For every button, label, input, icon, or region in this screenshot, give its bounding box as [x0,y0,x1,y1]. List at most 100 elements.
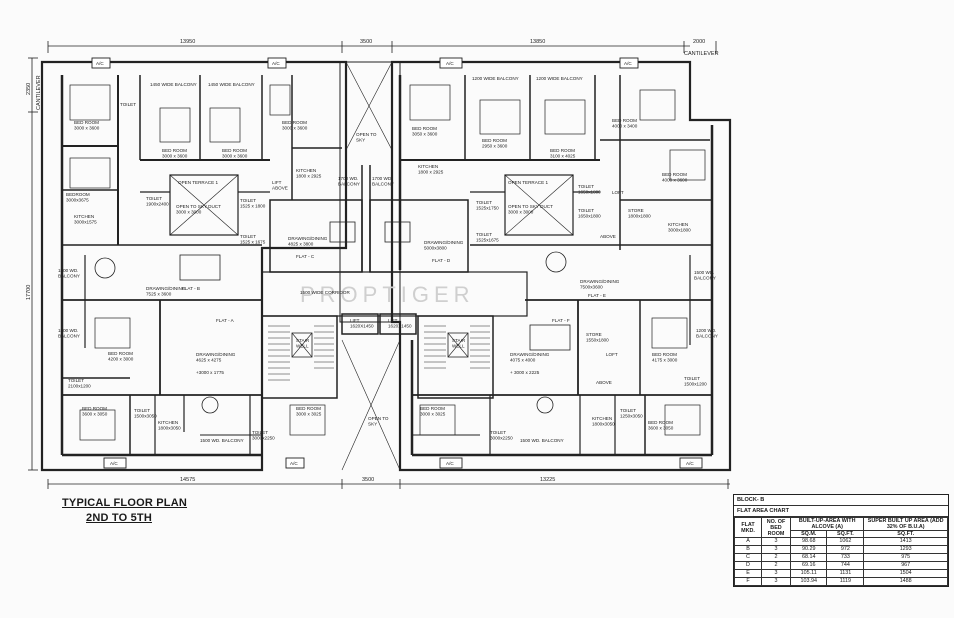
cell-super: 1413 [863,537,948,546]
cell-flat: C [734,553,762,562]
room-label-size: ABOVE [272,186,288,191]
dim-bottom-1: 14575 [180,477,195,483]
ac-label: A/C [446,461,454,466]
cell-sqft: 1119 [826,577,865,586]
room-label-name: TOILET [476,200,492,205]
room-label-name: TOILET [252,430,268,435]
room-label-name: FLAT - E [588,293,606,298]
room-label-name: TOILET [620,408,636,413]
room-label: 1500 WIDE CORRIDOR [300,290,350,295]
room-label: LOFT [612,190,624,195]
room-label: OPEN TERRACE 1 [178,180,218,185]
dim-top-4: 2000 [693,39,705,45]
cell-super: 1488 [863,577,948,586]
room-label-name: LIFT [350,318,360,323]
room-label-name: TOILET [490,430,506,435]
ac-boxes [91,57,703,469]
room-label-size: WELL [452,344,465,349]
room-label-name: DRAWING/DINING [424,240,464,245]
room-label-name: BED ROOM [652,352,677,357]
room-label-name: FLAT - C [296,254,315,259]
room-label-size: 3000 x 3025 [420,412,446,417]
cell-super: 1504 [863,569,948,578]
room-label-name: FLAT - B [182,286,200,291]
room-label-name: 1700 WD. [338,176,358,181]
room-label-size: 1620X1450 [350,324,374,329]
room-label: FLAT - B [182,286,200,291]
room-label-name: + 3000 x 2225 [510,370,540,375]
ac-label: A/C [290,461,298,466]
room-label-name: 1450 WIDE BALCONY [150,82,197,87]
cell-bed: 2 [761,553,791,562]
room-label-name: KITCHEN [418,164,438,169]
room-label-size: 1800x1800 [628,214,651,219]
room-label-name: TOILET [120,102,136,107]
room-label-size: 4825 x 3800 [288,242,314,247]
cell-flat: A [734,537,762,546]
dim-bottom-3: 13225 [540,477,555,483]
cell-sqm: 90.29 [789,545,828,554]
room-label-name: 1500 WD. [58,328,78,333]
room-label: ABOVE [596,380,612,385]
ac-label: A/C [272,61,280,66]
room-label-name: BED ROOM [82,406,107,411]
room-label-size: BALCONY [372,182,394,187]
room-label-name: BED ROOM [662,172,687,177]
room-label-size: 3000 x 3600 [222,154,248,159]
room-label-name: DRAWING/DINING [510,352,550,357]
room-label-name: 1450 WIDE BALCONY [208,82,255,87]
cell-sqm: 68.14 [789,553,828,562]
room-label-size: 1525x1750 [476,206,499,211]
table-row: D 2 69.16 744 967 [734,561,948,570]
cell-bed: 3 [761,577,791,586]
chart-block-title: BLOCK- B [734,495,948,506]
room-label-size: BALCONY [694,276,716,281]
room-label-name: BED ROOM [222,148,247,153]
room-label-size: 3000 x 3000 [176,210,202,215]
cell-flat: F [734,577,762,586]
room-label-size: 1650x1800 [578,190,601,195]
room-label-size: SKY [356,138,365,143]
room-label: 1500 WD.BALCONY [694,270,716,281]
room-label-size: 3000 x 3600 [282,126,308,131]
room-label-size: 3000 x 3600 [74,126,100,131]
room-label: FLAT - A [216,318,235,323]
room-label-name: BED ROOM [74,120,99,125]
room-label-name: BED ROOM [550,148,575,153]
cell-sqft: 1062 [826,537,865,546]
header-flat: FLAT MKD. [734,517,762,538]
area-table: FLAT MKD. NO. OF BED ROOM BUILT-UP-AREA … [734,517,948,586]
cell-sqm: 98.68 [789,537,828,546]
room-label-name: STAIR [452,338,466,343]
room-label-size: 4000 x 3400 [612,124,638,129]
table-row: F 3 103.94 1119 1488 [734,577,948,586]
cell-sqft: 1131 [826,569,865,578]
room-label: FLAT - C [296,254,315,259]
room-label: ABOVE [600,234,616,239]
room-label-size: 1525 x 1800 [240,204,266,209]
room-label-size: 4625 x 4275 [196,358,222,363]
room-label-name: LOFT [606,352,618,357]
room-label-name: TOILET [240,234,256,239]
room-label-name: 1200 WIDE BALCONY [472,76,519,81]
room-label: 1700 WD.BALCONY [338,176,360,187]
room-label-name: FLAT - A [216,318,235,323]
